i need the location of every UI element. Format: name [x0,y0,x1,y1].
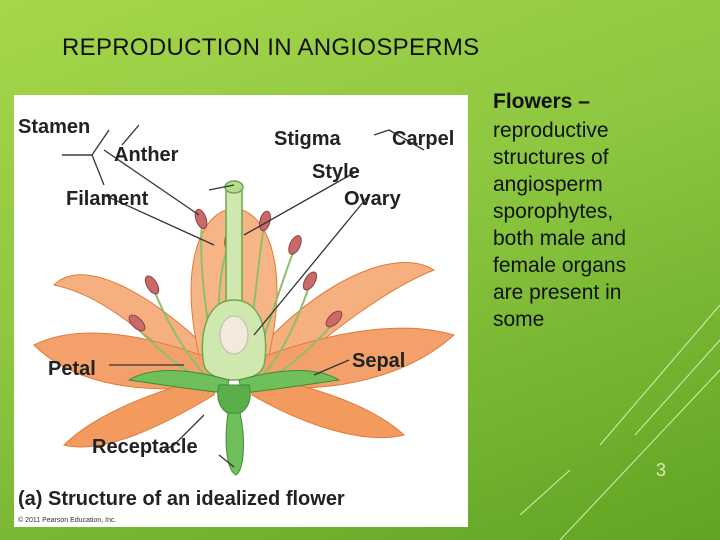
sepal-left [127,370,230,394]
petal-left-low [63,374,220,448]
body-line: sporophytes, [493,200,614,223]
body-line: reproductive [493,119,609,142]
body-text: Flowers – reproductive structures of ang… [493,88,693,333]
leader-lines [62,124,425,468]
label-stigma: Stigma [274,128,342,150]
body-line: are present in [493,281,622,304]
label-stamen: Stamen [18,116,90,138]
receptacle [225,412,244,476]
body-line: structures of [493,146,609,169]
flower-illustration: Stamen Anther Filament Stigma Carpel Sty… [18,116,455,524]
stigma [224,180,244,194]
body-line: both male and [493,227,627,250]
label-ovary: Ovary [344,188,402,210]
body-line: angiosperm [493,173,603,196]
style [225,189,243,311]
slide-title: REPRODUCTION IN ANGIOSPERMS [62,34,480,61]
sepal-right [238,370,341,394]
sepal-front [217,384,251,416]
label-petal: Petal [48,358,96,380]
body-line: some [493,308,545,331]
label-sepal: Sepal [352,350,405,372]
label-filament: Filament [66,188,149,210]
flower-diagram: Stamen Anther Filament Stigma Carpel Sty… [14,95,468,527]
body-line: female organs [493,254,627,277]
label-anther: Anther [114,144,179,166]
ovule [219,315,249,355]
figure-caption: (a) Structure of an idealized flower [18,488,345,510]
copyright-notice: © 2011 Pearson Education, Inc. [18,516,116,524]
label-receptacle: Receptacle [92,436,198,458]
label-style: Style [312,161,360,183]
body-heading: Flowers – [493,90,590,113]
slide-number: 3 [656,460,667,480]
label-carpel: Carpel [392,128,454,150]
